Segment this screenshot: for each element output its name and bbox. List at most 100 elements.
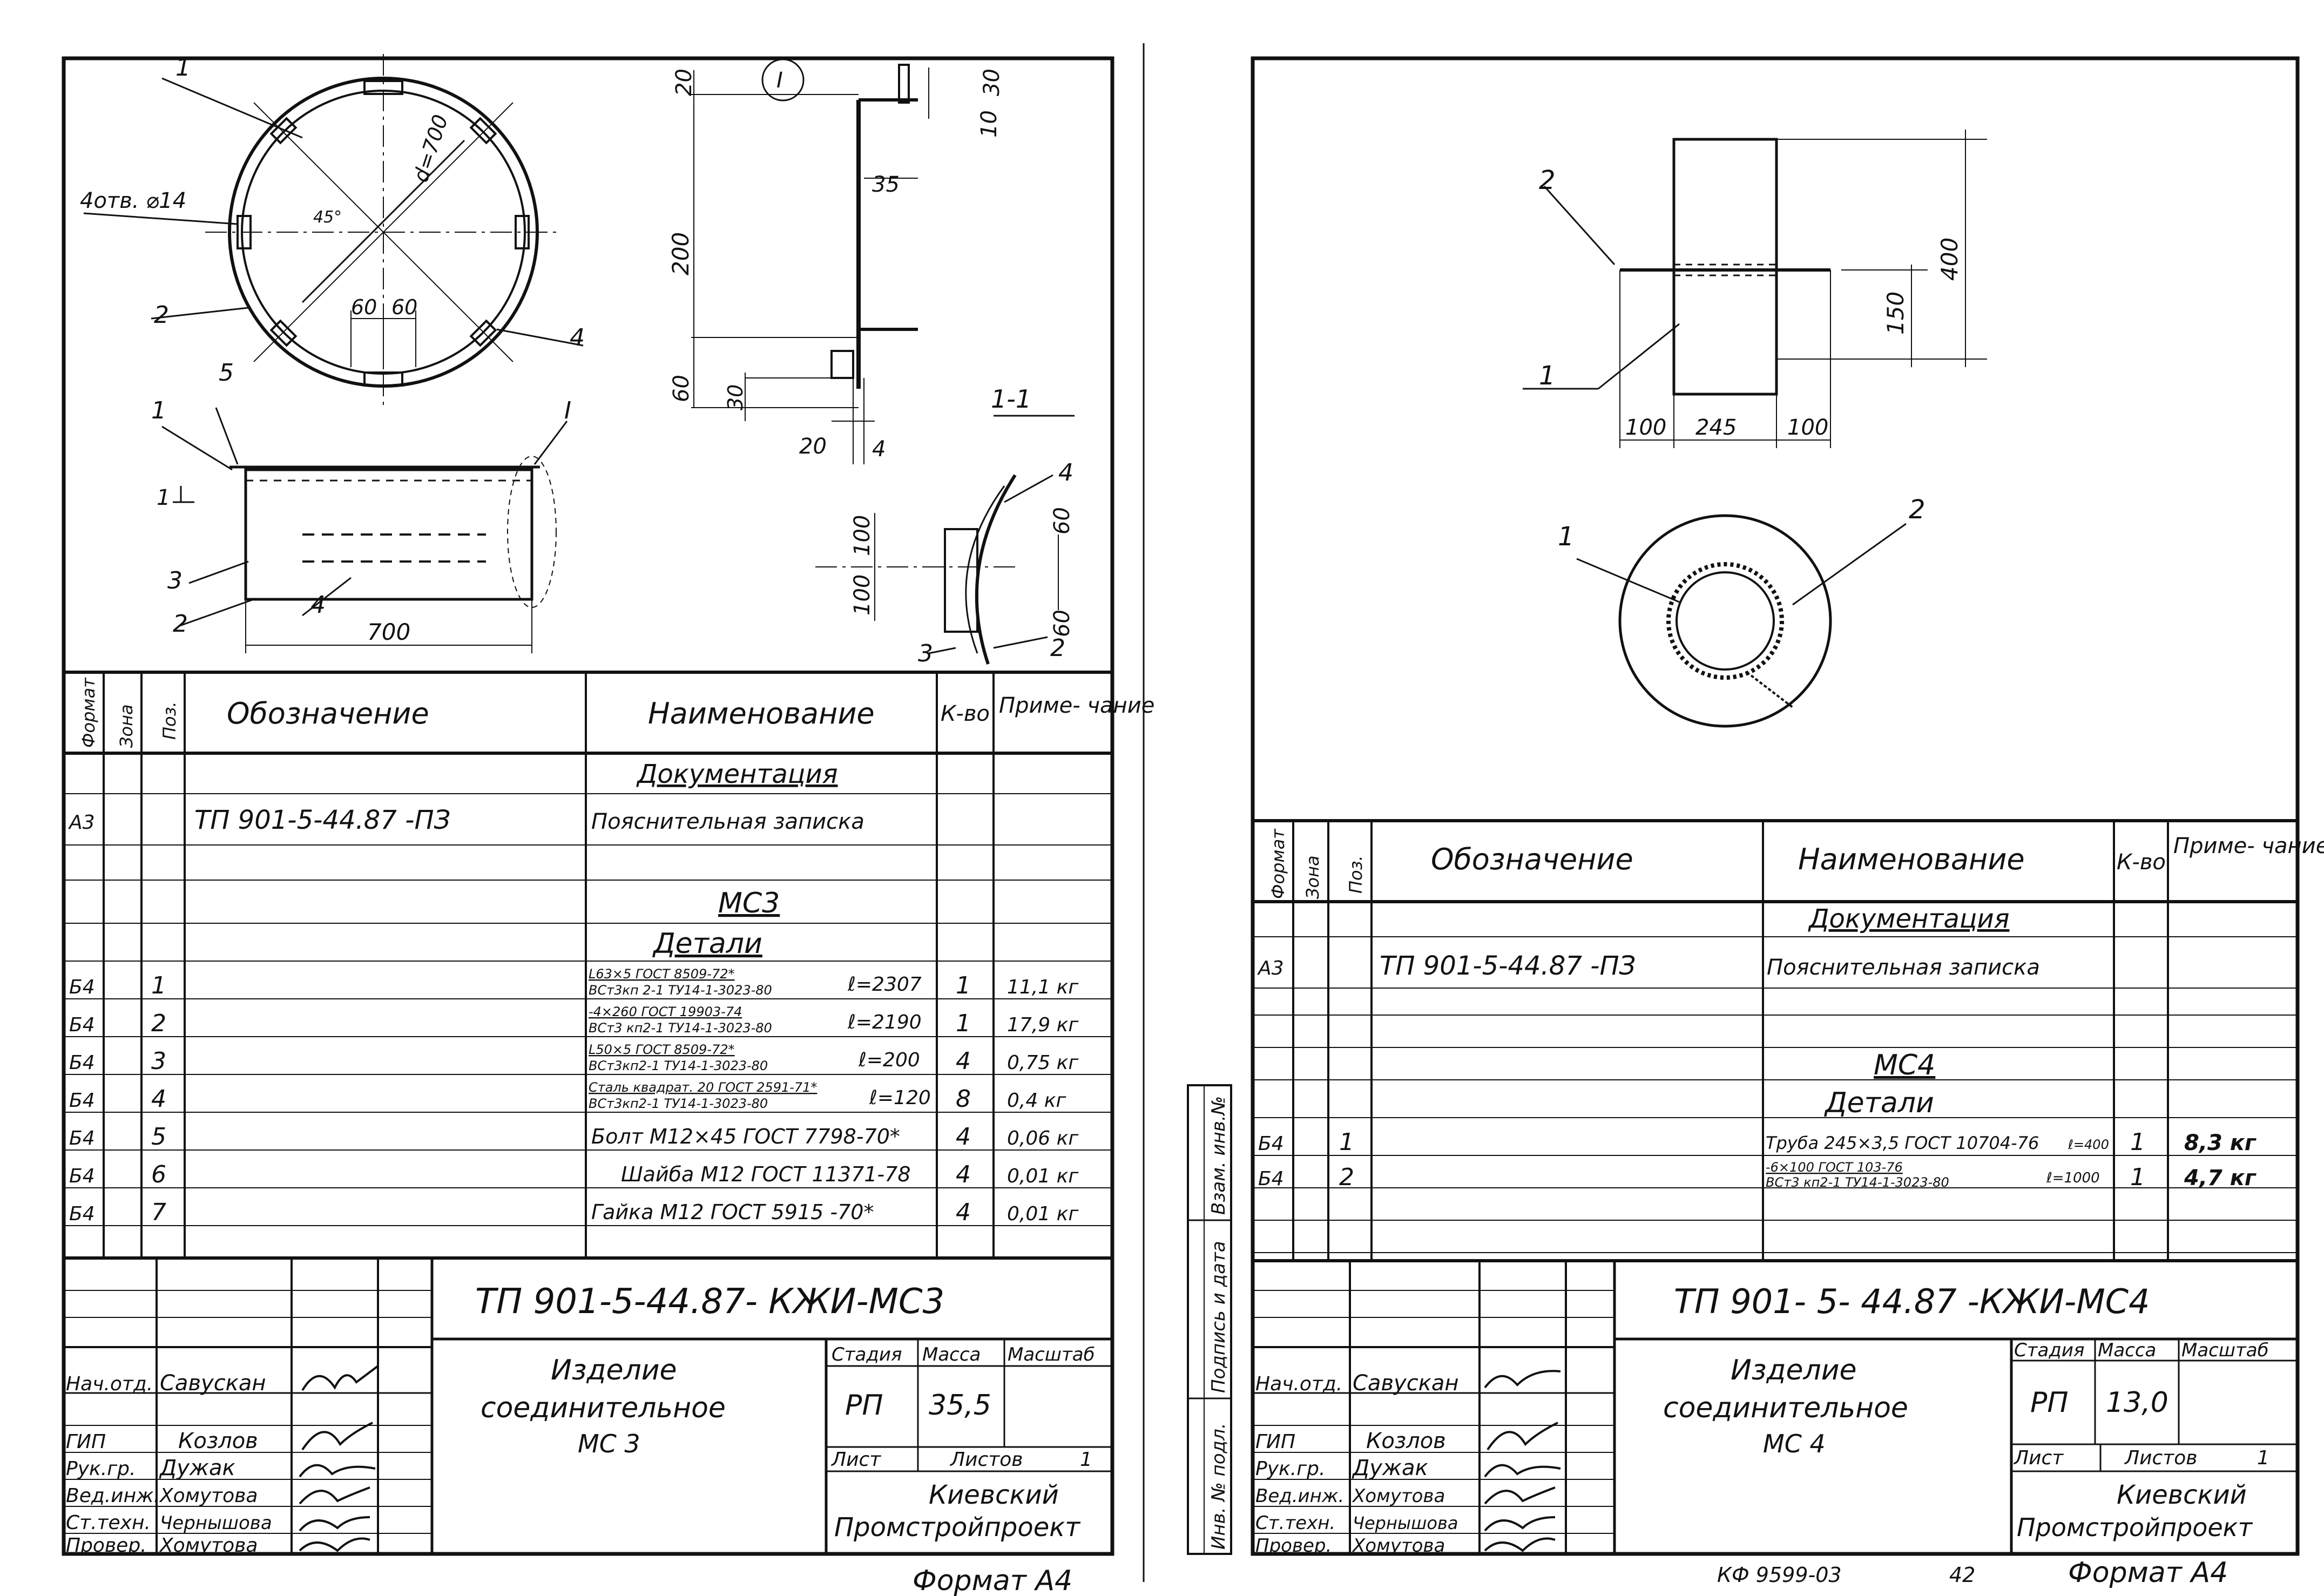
sheet-1: 1 4отв. ⌀14 45° d=700 2 60 60 4 5 — [62, 54, 1154, 1596]
sheet1-stamp-code: ТП 901-5-44.87- КЖИ-МС3 — [475, 1282, 944, 1322]
sheet1-stamp-sheets-h: Листов — [949, 1449, 1023, 1471]
sheet1-stamp-mass-h: Масса — [922, 1344, 981, 1365]
sheet1-width-700: 700 — [367, 619, 410, 645]
sheet2-stamp-org2: Промстройпроект — [2017, 1513, 2253, 1542]
sheet1-row8-qty: 8 — [956, 1085, 971, 1113]
sheet1-detail-marker: I — [776, 68, 783, 93]
sheet2-stamp-grid — [1253, 1259, 2298, 1554]
sheet2-signature-1 — [1487, 1422, 1558, 1451]
sheet2-row6-qty: 1 — [2130, 1164, 2145, 1191]
sheet1-row5-qty: 1 — [956, 972, 971, 999]
sheet1-signature-4 — [299, 1516, 370, 1532]
sheet2-side-label-2: Инв. № подл. — [1208, 1423, 1229, 1550]
sheet1-elev-label-4: 4 — [310, 591, 326, 619]
sheet2-role-0: Нач.отд. — [1255, 1373, 1342, 1395]
sheet1-stamp-stage-h: Стадия — [832, 1344, 902, 1365]
sheet2-footer-num: 42 — [1949, 1563, 1975, 1587]
sheet2-th-note: Приме- чание — [2173, 834, 2324, 858]
sheet2-row2-designation: ТП 901-5-44.87 -ПЗ — [1380, 951, 1636, 981]
sheet1-row-heading-details: Детали — [652, 928, 762, 960]
sheet1-name-4: Чернышова — [160, 1512, 272, 1534]
sheet1-th-format: Формат — [78, 677, 99, 748]
sheet1-th-designation: Обозначение — [227, 696, 429, 731]
sheet1-row7-name1: L50×5 ГОСТ 8509-72* — [589, 1042, 735, 1057]
sheet2-th-name: Наименование — [1798, 842, 2025, 876]
sheet2-row6-name1: -6×100 ГОСТ 103-76 — [1766, 1160, 1903, 1175]
sheet1-row5-name2: ВСт3кп 2-1 ТУ14-1-3023-80 — [589, 983, 772, 998]
sheet1-name-5: Хомутова — [159, 1534, 258, 1557]
sheet2-th-format: Формат — [1268, 828, 1288, 899]
sheet1-spec-table — [64, 671, 1112, 1258]
sheet1-elev-label-I: I — [564, 397, 571, 424]
sheet2-role-4: Ст.техн. — [1255, 1512, 1335, 1534]
sheet2-role-3: Вед.инж. — [1255, 1485, 1344, 1507]
sheet1-row5-pos: 1 — [151, 972, 166, 999]
sheet1-arc-dim-60-top: 60 — [1050, 507, 1075, 535]
sheet2-role-2: Рук.гр. — [1255, 1458, 1325, 1480]
sheet2-elev-label-2: 2 — [1539, 165, 1556, 195]
sheet1-row6-length: ℓ=2190 — [847, 1011, 922, 1033]
sheet1-stamp-title2: соединительное — [481, 1392, 726, 1424]
sheet1-row7-qty: 4 — [956, 1047, 971, 1075]
sheet1-role-2: Рук.гр. — [66, 1458, 136, 1480]
sheet2-role-1: ГИП — [1255, 1431, 1295, 1453]
sheet1-row6-name2: ВСт3 кп2-1 ТУ14-1-3023-80 — [589, 1020, 772, 1036]
sheet2-row-heading-details: Детали — [1824, 1087, 1934, 1119]
sheet1-signature-0 — [301, 1365, 379, 1391]
sheet1-role-1: ГИП — [66, 1431, 106, 1453]
sheet1-ring-label-4: 4 — [570, 324, 585, 351]
sheet1-arc-dim-100-top: 100 — [850, 515, 875, 556]
sheet1-dim-30-bottom: 30 — [724, 384, 747, 410]
sheet1-stamp-title1: Изделие — [551, 1354, 677, 1387]
sheet1-stamp-stage: РП — [845, 1389, 883, 1422]
sheet2-signature-3 — [1484, 1486, 1556, 1505]
sheet1-row6-qty: 1 — [956, 1010, 971, 1037]
sheet1-row10-note: 0,01 кг — [1007, 1165, 1079, 1187]
sheet1-elev-label-2: 2 — [173, 610, 188, 638]
sheet1-th-zone: Зона — [116, 704, 137, 748]
sheet2-role-5: Провер. — [1255, 1535, 1332, 1557]
sheet2-row2-name: Пояснительная записка — [1767, 955, 2040, 980]
sheet2-name-2: Дужак — [1352, 1456, 1428, 1480]
sheet2-stamp-code: ТП 901- 5- 44.87 -КЖИ-МС4 — [1674, 1282, 2150, 1321]
sheet1-role-0: Нач.отд. — [66, 1373, 153, 1395]
sheet2-dim-400: 400 — [1936, 238, 1963, 281]
sheet2-row6-length: ℓ=1000 — [2046, 1170, 2100, 1186]
sheet1-row5-name1: L63×5 ГОСТ 8509-72* — [589, 966, 735, 982]
sheet1-row8-note: 0,4 кг — [1007, 1090, 1066, 1112]
sheet1-th-note: Приме- чание — [999, 693, 1154, 718]
sheet1-arc-label-2: 2 — [1050, 634, 1065, 662]
sheet1-dim-60a: 60 — [351, 295, 377, 319]
sheet1-frame — [62, 56, 1114, 1556]
sheet2-name-4: Чернышова — [1353, 1513, 1458, 1533]
sheet1-row9-pos: 5 — [151, 1123, 166, 1151]
sheet1-row10-format: Б4 — [69, 1165, 95, 1187]
sheet1-elev-label-5: 5 — [219, 359, 234, 387]
sheet1-role-3: Вед.инж. — [66, 1485, 160, 1507]
sheet1-format-label: Формат А4 — [913, 1565, 1072, 1596]
sheet2-dim-100-left: 100 — [1625, 415, 1666, 440]
sheet1-row11-name: Гайка М12 ГОСТ 5915 -70* — [591, 1200, 874, 1224]
sheet2-elevation — [1523, 130, 1987, 448]
sheet1-row9-format: Б4 — [69, 1127, 95, 1149]
sheet1-row9-name: Болт М12×45 ГОСТ 7798-70* — [591, 1125, 900, 1148]
sheet2-elev-label-1: 1 — [1539, 361, 1556, 391]
sheet1-row6-note: 17,9 кг — [1007, 1014, 1079, 1036]
sheet1-row7-length: ℓ=200 — [858, 1049, 920, 1071]
sheet1-row9-qty: 4 — [956, 1123, 971, 1151]
sheet2-row6-format: Б4 — [1258, 1168, 1284, 1190]
sheet2-row2-format: А3 — [1257, 957, 1284, 979]
sheet1-stamp-title3: МС 3 — [578, 1429, 640, 1458]
sheet1-row6-format: Б4 — [69, 1014, 95, 1036]
sheet1-stamp-mass: 35,5 — [929, 1389, 991, 1422]
sheet1-row2-format: А3 — [68, 811, 95, 834]
sheet2-signature-2 — [1484, 1464, 1561, 1478]
sheet2-plan-label-2: 2 — [1909, 495, 1926, 525]
sheet2-dim-245: 245 — [1695, 415, 1737, 440]
sheet1-arc-detail — [815, 474, 1059, 665]
sheet1-elev-label-3: 3 — [167, 567, 183, 594]
sheet1-arc-dim-60-bottom: 60 — [1050, 610, 1075, 637]
sheet1-diameter-label: d=700 — [409, 112, 453, 185]
sheet2-row-heading-ms4: МС4 — [1874, 1049, 1935, 1081]
